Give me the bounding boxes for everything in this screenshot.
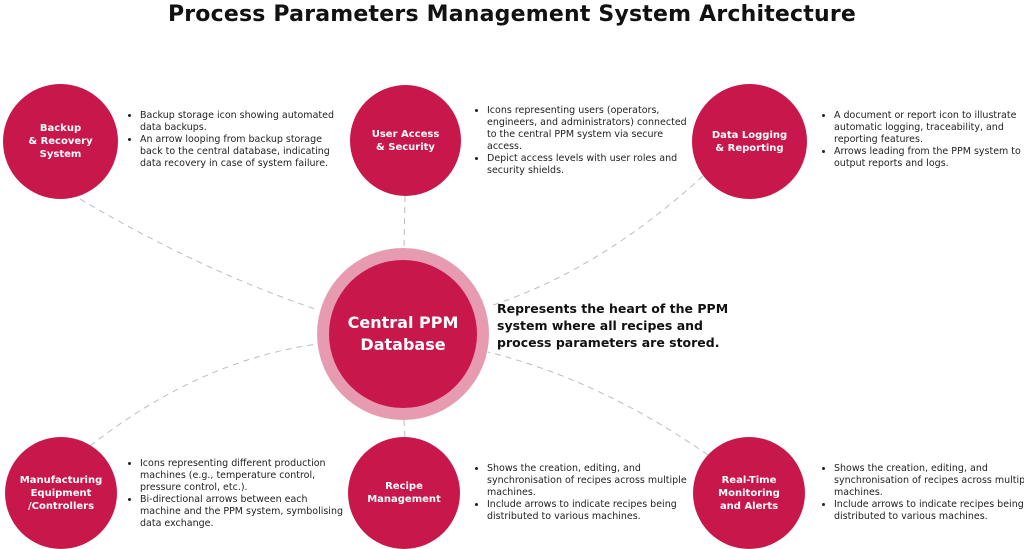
connector-manufacturing — [89, 343, 319, 447]
backup-recovery-node: Backup & Recovery System — [3, 84, 118, 199]
user-access-label: User Access & Security — [371, 128, 440, 153]
central-database-description: Represents the heart of the PPM system w… — [497, 301, 729, 350]
realtime-monitoring-bullets: Shows the creation, editing, and synchro… — [821, 463, 1024, 523]
manufacturing-bullets: Icons representing different production … — [127, 458, 345, 530]
user-access-node: User Access & Security — [350, 85, 461, 196]
data-logging-bullets: A document or report icon to illustrate … — [821, 110, 1024, 170]
connector-data-logging — [489, 175, 704, 307]
manufacturing-node: Manufacturing Equipment /Controllers — [5, 437, 117, 549]
list-item: Arrows leading from the PPM system to ou… — [834, 146, 1024, 170]
data-logging-label: Data Logging & Reporting — [711, 129, 788, 154]
connector-user-access — [403, 195, 406, 249]
manufacturing-label: Manufacturing Equipment /Controllers — [19, 474, 103, 512]
list-item: Include arrows to indicate recipes being… — [487, 499, 692, 523]
list-item: Bi-directional arrows between each machi… — [140, 494, 345, 530]
connector-realtime — [487, 351, 709, 456]
connector-recipe — [403, 419, 406, 438]
realtime-monitoring-label: Real-Time Monitoring and Alerts — [718, 474, 780, 512]
recipe-management-node: Recipe Management — [348, 437, 460, 549]
central-database-node: Central PPM Database — [329, 260, 477, 408]
list-item: Shows the creation, editing, and synchro… — [487, 463, 692, 499]
list-item: Backup storage icon showing automated da… — [140, 110, 345, 134]
list-item: Shows the creation, editing, and synchro… — [834, 463, 1024, 499]
data-logging-node: Data Logging & Reporting — [692, 84, 807, 199]
central-database-label: Central PPM Database — [347, 313, 459, 354]
list-item: Depict access levels with user roles and… — [487, 153, 692, 177]
list-item: Icons representing users (operators, eng… — [487, 105, 692, 153]
list-item: Icons representing different production … — [140, 458, 345, 494]
backup-recovery-label: Backup & Recovery System — [28, 123, 93, 160]
list-item: A document or report icon to illustrate … — [834, 110, 1024, 146]
realtime-monitoring-node: Real-Time Monitoring and Alerts — [693, 437, 805, 549]
recipe-management-bullets: Shows the creation, editing, and synchro… — [474, 463, 692, 523]
list-item: Include arrows to indicate recipes being… — [834, 499, 1024, 523]
recipe-management-label: Recipe Management — [367, 481, 441, 505]
user-access-bullets: Icons representing users (operators, eng… — [474, 105, 692, 177]
connector-backup — [79, 198, 319, 311]
list-item: An arrow looping from backup storage bac… — [140, 134, 345, 170]
page-title: Process Parameters Management System Arc… — [167, 2, 857, 27]
backup-recovery-bullets: Backup storage icon showing automated da… — [127, 110, 345, 170]
